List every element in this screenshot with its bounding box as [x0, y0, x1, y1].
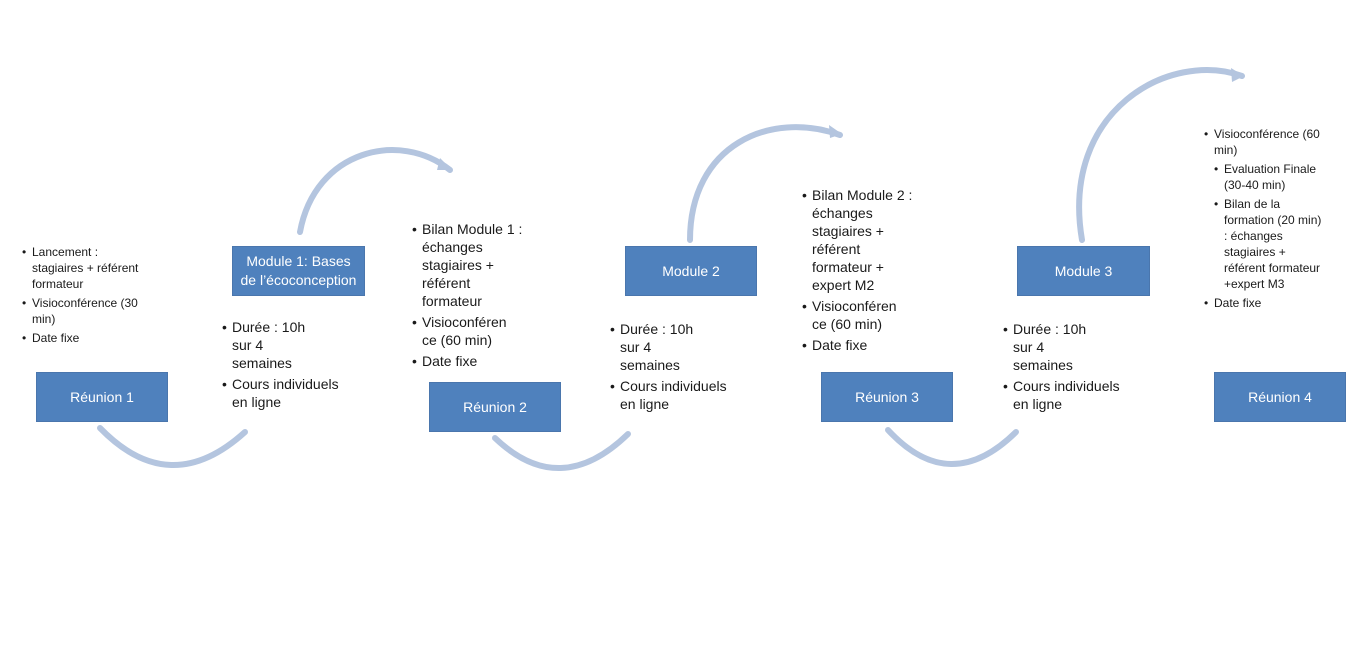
reunion3-box: Réunion 3 — [821, 372, 953, 422]
arrow-reunion3-to-module3 — [885, 427, 1019, 467]
module3-details: Durée : 10h sur 4 semaines Cours individ… — [1003, 320, 1133, 416]
module2-box: Module 2 — [625, 246, 757, 296]
arrow-module3-to-reunion4 — [1076, 67, 1245, 243]
module1-detail-1: Durée : 10h sur 4 semaines — [222, 318, 352, 372]
reunion1-label: Réunion 1 — [70, 388, 134, 405]
module2-details: Durée : 10h sur 4 semaines Cours individ… — [610, 320, 740, 416]
arrow-module2-to-reunion3 — [687, 124, 843, 243]
reunion2-detail-2: Visioconféren ce (60 min) — [412, 313, 524, 349]
module3-detail-2: Cours individuels en ligne — [1003, 377, 1133, 413]
reunion3-details: Bilan Module 2 : échanges stagiaires + r… — [802, 186, 914, 357]
reunion1-detail-2: Visioconférence (30 min) — [22, 295, 140, 327]
module3-box: Module 3 — [1017, 246, 1150, 296]
reunion2-detail-1: Bilan Module 1 : échanges stagiaires + r… — [412, 220, 524, 310]
reunion1-detail-3: Date fixe — [22, 330, 140, 346]
arrow-reunion2-to-module2 — [492, 431, 631, 471]
reunion4-detail-2: Date fixe — [1204, 295, 1322, 311]
arrowhead-1 — [437, 158, 452, 170]
reunion1-details: Lancement : stagiaires + référent format… — [22, 244, 140, 349]
module2-label: Module 2 — [662, 262, 720, 279]
module1-box: Module 1: Bases de l’écoconception — [232, 246, 365, 296]
module2-detail-2: Cours individuels en ligne — [610, 377, 740, 413]
reunion3-label: Réunion 3 — [855, 388, 919, 405]
reunion4-detail-1: Visioconférence (60 min) Evaluation Fina… — [1204, 126, 1322, 292]
module3-label: Module 3 — [1054, 262, 1113, 279]
reunion3-detail-1: Bilan Module 2 : échanges stagiaires + r… — [802, 186, 914, 294]
reunion3-detail-2: Visioconféren ce (60 min) — [802, 297, 914, 333]
arrow-module1-to-reunion2 — [297, 147, 453, 235]
arrow-reunion1-to-module1 — [97, 425, 248, 468]
module1-details: Durée : 10h sur 4 semaines Cours individ… — [222, 318, 352, 414]
reunion1-detail-1: Lancement : stagiaires + référent format… — [22, 244, 140, 292]
reunion2-label: Réunion 2 — [463, 398, 527, 415]
reunion4-details: Visioconférence (60 min) Evaluation Fina… — [1204, 126, 1322, 314]
arrowhead-3 — [1231, 68, 1244, 82]
module1-label: Module 1: Bases de l’écoconception — [240, 253, 357, 288]
reunion3-detail-3: Date fixe — [802, 336, 914, 354]
reunion4-label: Réunion 4 — [1248, 388, 1312, 405]
reunion2-box: Réunion 2 — [429, 382, 561, 432]
reunion4-subdetail-1: Evaluation Finale (30-40 min) — [1214, 161, 1322, 193]
reunion2-details: Bilan Module 1 : échanges stagiaires + r… — [412, 220, 524, 373]
reunion4-box: Réunion 4 — [1214, 372, 1346, 422]
arrowhead-2 — [829, 125, 842, 138]
module2-detail-1: Durée : 10h sur 4 semaines — [610, 320, 740, 374]
reunion4-subdetail-2: Bilan de la formation (20 min) : échange… — [1214, 196, 1322, 292]
module1-detail-2: Cours individuels en ligne — [222, 375, 352, 411]
reunion1-box: Réunion 1 — [36, 372, 168, 422]
module3-detail-1: Durée : 10h sur 4 semaines — [1003, 320, 1133, 374]
reunion2-detail-3: Date fixe — [412, 352, 524, 370]
